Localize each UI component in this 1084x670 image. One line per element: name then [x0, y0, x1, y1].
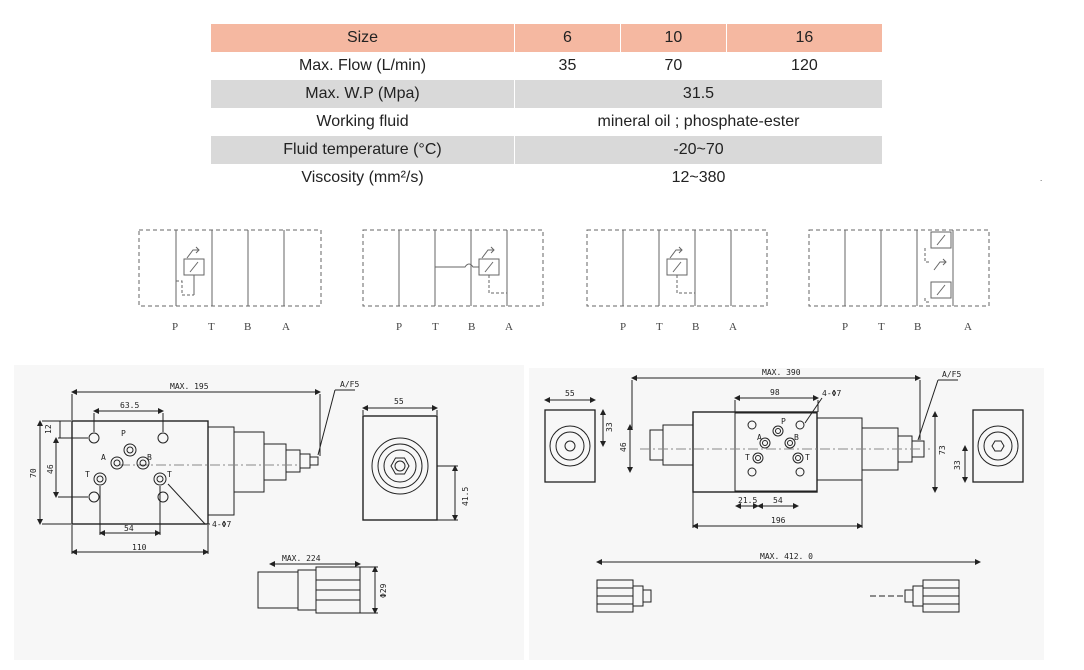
port-label: T [878, 321, 885, 333]
port-label: T [656, 321, 663, 333]
port-p-label: P [781, 417, 786, 426]
dim-54: 54 [773, 496, 783, 505]
spec-value: 16 [726, 24, 884, 52]
spec-row-flow: Max. Flow (L/min) 35 70 120 [211, 52, 884, 80]
port-label: P [842, 321, 848, 333]
circuit-diagram-2 [362, 229, 544, 307]
dim-holes: 4-Φ7 [822, 389, 841, 398]
dim-12: 12 [44, 424, 53, 434]
port-label: A [964, 321, 972, 333]
port-label: P [396, 321, 402, 333]
dim-41-5: 41.5 [461, 487, 470, 506]
port-label: A [282, 321, 290, 333]
circuit-diagram-3-ports: P T B A [620, 321, 737, 333]
dim-196: 196 [771, 516, 786, 525]
port-t2-label: T [805, 453, 810, 462]
port-p-label: P [121, 429, 126, 438]
dim-max-224: MAX. 224 [282, 554, 321, 563]
dim-46: 46 [46, 464, 55, 474]
spec-row-fluid: Working fluid mineral oil ; phosphate-es… [211, 108, 883, 136]
spec-value: 70 [620, 52, 727, 80]
port-label: T [432, 321, 439, 333]
port-label: B [692, 321, 699, 333]
right-drawing-text: 55 33 MAX. 390 A/F5 98 4-Φ7 46 73 21.5 5… [565, 368, 962, 561]
port-a-label: A [101, 453, 106, 462]
spec-value: 31.5 [514, 80, 883, 108]
port-t1-label: T [85, 470, 90, 479]
spec-label: Viscosity (mm²/s) [211, 164, 515, 192]
dim-thread: A/F5 [942, 370, 961, 379]
port-t2-label: T [167, 470, 172, 479]
right-drawing [544, 375, 1024, 613]
spec-label: Max. Flow (L/min) [211, 52, 515, 80]
dim-54: 54 [124, 524, 134, 533]
spec-value: 35 [514, 52, 621, 80]
dim-max-length: MAX. 195 [170, 382, 209, 391]
port-label: B [468, 321, 475, 333]
dim-46: 46 [619, 442, 628, 452]
circuit-diagram-4 [808, 229, 990, 307]
circuit-diagram-4-ports: P T B A [842, 321, 972, 333]
dim-55: 55 [394, 397, 404, 406]
port-b-label: B [147, 453, 152, 462]
circuit-diagram-3 [586, 229, 768, 307]
spec-row-temperature: Fluid temperature (°C) -20~70 [211, 136, 883, 164]
dim-holes: 4-Φ7 [212, 520, 231, 529]
dim-98: 98 [770, 388, 780, 397]
spec-row-size: Size 6 10 16 [211, 24, 884, 52]
dim-55: 55 [565, 389, 575, 398]
spec-value: 12~380 [514, 164, 883, 192]
port-label: P [620, 321, 626, 333]
spec-row-viscosity: Viscosity (mm²/s) 12~380 [211, 164, 883, 192]
left-drawing-background [14, 365, 524, 660]
circuit-diagram-2-ports: P T B A [396, 321, 513, 333]
port-label: B [914, 321, 921, 333]
dim-110: 110 [132, 543, 147, 552]
spec-value: -20~70 [514, 136, 883, 164]
port-t1-label: T [745, 453, 750, 462]
spec-label: Max. W.P (Mpa) [211, 80, 515, 108]
dim-max-412: MAX. 412. 0 [760, 552, 813, 561]
dim-33: 33 [605, 422, 614, 432]
dim-thread: A/F5 [340, 380, 359, 389]
dim-63-5: 63.5 [120, 401, 139, 410]
port-a-label: A [757, 433, 762, 442]
port-label: P [172, 321, 178, 333]
port-label: T [208, 321, 215, 333]
spec-label: Working fluid [211, 108, 515, 136]
spec-row-pressure: Max. W.P (Mpa) 31.5 [211, 80, 883, 108]
dim-73: 73 [938, 445, 947, 455]
circuit-diagram-1-ports: P T B A [172, 321, 290, 333]
left-drawing-text: MAX. 195 A/F5 63.5 12 70 46 54 110 4-Φ7 … [29, 380, 470, 598]
port-b-label: B [794, 433, 799, 442]
spec-value: mineral oil ; phosphate-ester [514, 108, 883, 136]
stray-mark: . [1040, 174, 1043, 183]
circuit-diagram-1 [138, 229, 322, 307]
port-label: A [505, 321, 513, 333]
port-label: B [244, 321, 251, 333]
spec-value: 120 [726, 52, 884, 80]
spec-label: Fluid temperature (°C) [211, 136, 515, 164]
spec-label: Size [211, 24, 515, 52]
spec-table: Size 6 10 16 Max. Flow (L/min) 35 70 120… [211, 24, 884, 192]
right-drawing-background [529, 368, 1044, 660]
left-drawing [37, 389, 458, 614]
dim-70: 70 [29, 468, 38, 478]
dim-phi29: Φ29 [379, 583, 388, 598]
dim-21-5: 21.5 [738, 496, 757, 505]
dim-33-right: 33 [953, 460, 962, 470]
spec-value: 6 [514, 24, 621, 52]
dim-max-length: MAX. 390 [762, 368, 801, 377]
port-label: A [729, 321, 737, 333]
spec-value: 10 [620, 24, 727, 52]
